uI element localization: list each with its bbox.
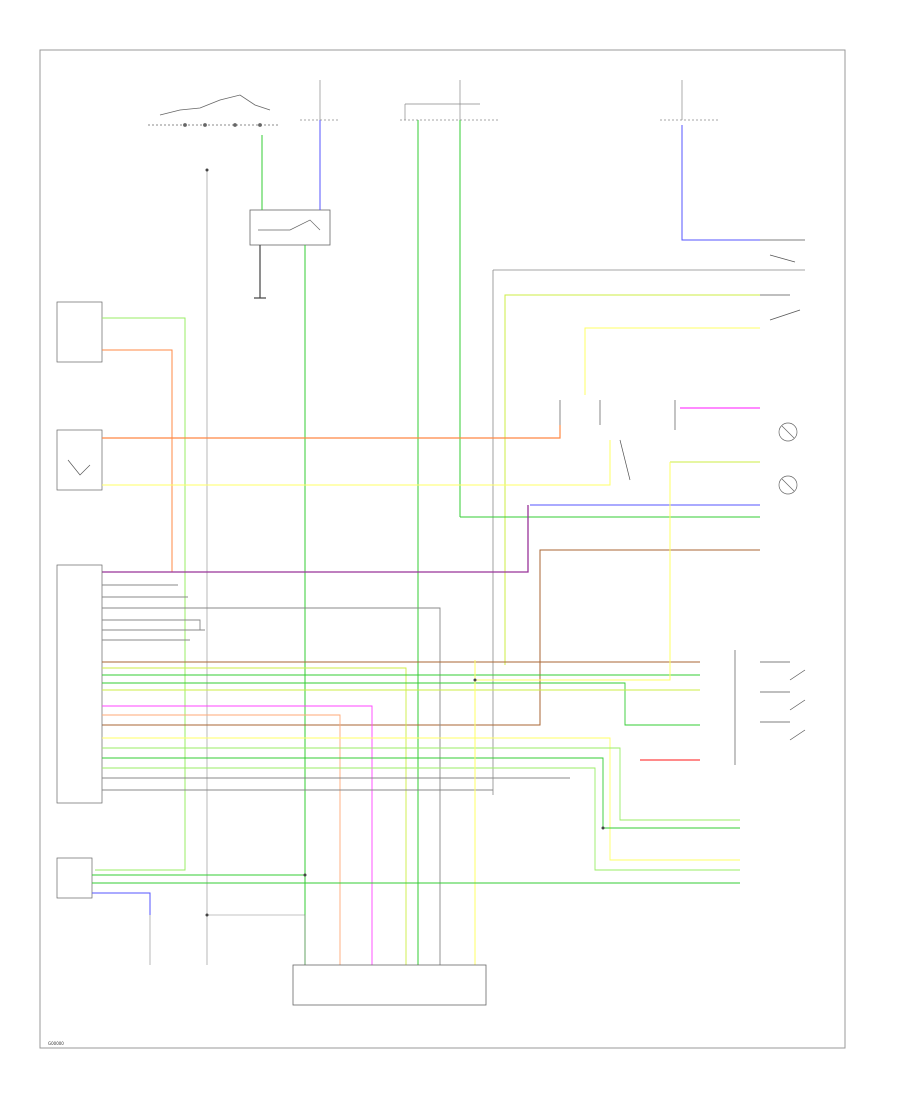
- diagram-frame: [39, 49, 846, 1049]
- wire-orange-trs: [102, 349, 173, 572]
- wire-brown-h: [102, 549, 760, 726]
- wire-blue-vss: [92, 892, 151, 915]
- vehicle-speed-sensor: [56, 857, 93, 899]
- auto-cruise-switch: [56, 429, 103, 491]
- wire-yellowgreen-right: [504, 294, 760, 665]
- engine-control-module: [292, 964, 487, 1006]
- right-switch-cluster: [760, 239, 805, 321]
- wire-orange-h: [102, 425, 561, 439]
- wire-yellow-h: [102, 440, 611, 486]
- cruise-control-switch: [734, 650, 806, 765]
- wire-gray-ecm: [207, 914, 306, 965]
- lamp-icon: [778, 422, 798, 442]
- wire-yellow-v2: [475, 462, 671, 681]
- ground-icon: [254, 245, 266, 299]
- inhibitor-relay: [559, 400, 676, 481]
- ignition-switch: [148, 94, 280, 127]
- fuse-block-3: [660, 80, 720, 121]
- relay-box: [249, 209, 331, 246]
- lamp-icon: [778, 475, 798, 495]
- cruise-control-module: [56, 564, 103, 804]
- fuse-block-2: [400, 80, 500, 121]
- footer-code: G00000: [48, 1041, 64, 1046]
- fuse-block-1: [300, 80, 340, 121]
- switch-contact: [67, 459, 91, 476]
- module-pin-wires: [102, 584, 740, 965]
- wire-yellow-right3: [584, 327, 760, 395]
- wire-blue-fuse3: [681, 125, 760, 241]
- transmission-range-switch: [56, 301, 103, 363]
- splice-dots: [205, 168, 605, 917]
- wire-lightgreen-trs: [95, 317, 186, 871]
- relay-contact: [258, 219, 321, 231]
- wire-purple-h: [102, 505, 529, 573]
